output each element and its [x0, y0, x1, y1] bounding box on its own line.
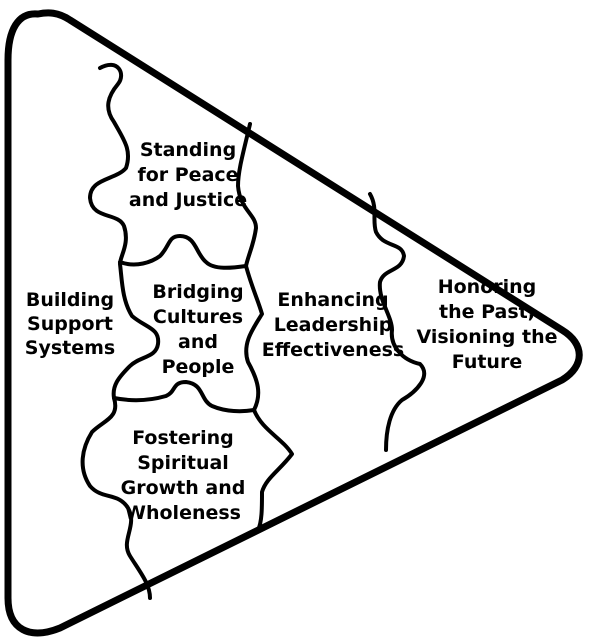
- piece-label-line: Enhancing: [277, 289, 388, 311]
- piece-label-line: Support: [27, 313, 113, 335]
- piece-label-line: Wholeness: [125, 502, 241, 524]
- piece-enhancing-leadership: Enhancing Leadership Effectiveness: [262, 289, 404, 361]
- piece-label-line: Leadership: [274, 314, 393, 336]
- piece-label-line: Honoring: [438, 276, 537, 298]
- piece-label-line: Fostering: [132, 427, 234, 449]
- piece-border-left: [80, 62, 161, 600]
- piece-label-line: for Peace: [137, 164, 238, 186]
- piece-label-line: People: [162, 356, 235, 378]
- piece-border-center-right: [236, 122, 294, 532]
- piece-label-line: Effectiveness: [262, 339, 404, 361]
- piece-label-line: Bridging: [152, 281, 243, 303]
- piece-border-right: [368, 192, 427, 452]
- piece-building-support-systems: Building Support Systems: [25, 289, 115, 359]
- piece-label-line: Visioning the: [416, 326, 557, 348]
- piece-bridging-cultures: Bridging Cultures and People: [152, 281, 243, 378]
- piece-fostering-spiritual-growth: Fostering Spiritual Growth and Wholeness: [121, 427, 246, 524]
- piece-label-line: and: [178, 331, 218, 353]
- piece-label-line: Standing: [140, 139, 236, 161]
- piece-label-line: and Justice: [129, 189, 247, 211]
- piece-label-line: Systems: [25, 337, 115, 359]
- piece-label-line: Cultures: [153, 306, 243, 328]
- piece-standing-for-peace: Standing for Peace and Justice: [129, 139, 247, 211]
- piece-label-line: Growth and: [121, 477, 246, 499]
- piece-label-line: Building: [26, 289, 114, 311]
- piece-label-line: the Past,: [439, 301, 535, 323]
- piece-label-line: Future: [452, 351, 522, 373]
- triangle-outline: [4, 9, 583, 637]
- piece-border-bridging-fostering: [112, 380, 256, 414]
- piece-border-standing-bridging: [118, 234, 248, 270]
- piece-label-line: Spiritual: [137, 452, 229, 474]
- piece-honoring-the-past: Honoring the Past, Visioning the Future: [416, 276, 557, 373]
